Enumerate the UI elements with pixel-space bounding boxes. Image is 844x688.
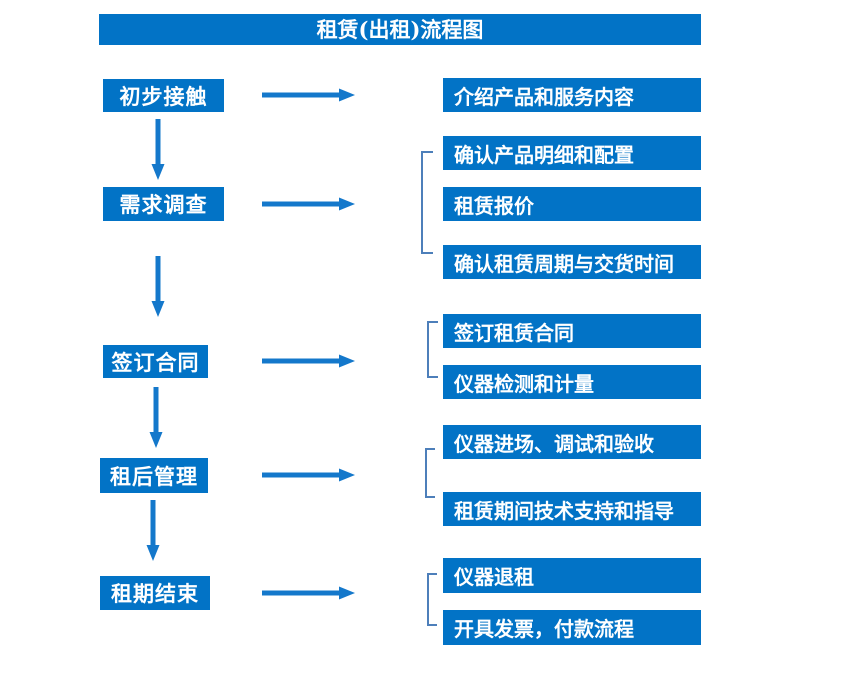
detail-box-technical-support: 租赁期间技术支持和指导	[443, 492, 701, 526]
arrow-right-icon	[262, 197, 355, 211]
step-box-rental-management: 租后管理	[100, 458, 208, 493]
detail-box-rental-quote: 租赁报价	[443, 187, 701, 221]
detail-box-confirm-product-details: 确认产品明细和配置	[443, 136, 701, 170]
detail-box-invoice-payment: 开具发票，付款流程	[443, 610, 701, 645]
detail-box-instrument-inspection: 仪器检测和计量	[443, 365, 701, 399]
diagram-title: 租赁(出租)流程图	[99, 14, 701, 45]
arrow-down-icon	[151, 119, 165, 180]
bracket-icon	[425, 448, 435, 498]
detail-box-introduce-products: 介绍产品和服务内容	[443, 78, 701, 112]
arrow-down-icon	[151, 256, 165, 317]
arrow-right-icon	[262, 88, 355, 102]
bracket-icon	[421, 151, 433, 254]
step-box-initial-contact: 初步接触	[103, 79, 224, 112]
arrow-down-icon	[149, 387, 163, 448]
arrow-right-icon	[262, 354, 355, 368]
arrow-right-icon	[262, 468, 355, 482]
arrow-right-icon	[262, 586, 355, 600]
arrow-down-icon	[146, 500, 160, 561]
detail-box-instrument-return: 仪器退租	[443, 558, 701, 593]
bracket-icon	[427, 321, 438, 378]
detail-box-sign-rental-contract: 签订租赁合同	[443, 314, 701, 348]
step-box-sign-contract: 签订合同	[103, 345, 208, 378]
step-box-rental-end: 租期结束	[100, 576, 210, 610]
detail-box-confirm-rental-period: 确认租赁周期与交货时间	[443, 245, 701, 279]
bracket-icon	[427, 573, 437, 626]
step-box-demand-survey: 需求调查	[103, 187, 224, 221]
detail-box-instrument-setup: 仪器进场、调试和验收	[443, 425, 701, 459]
